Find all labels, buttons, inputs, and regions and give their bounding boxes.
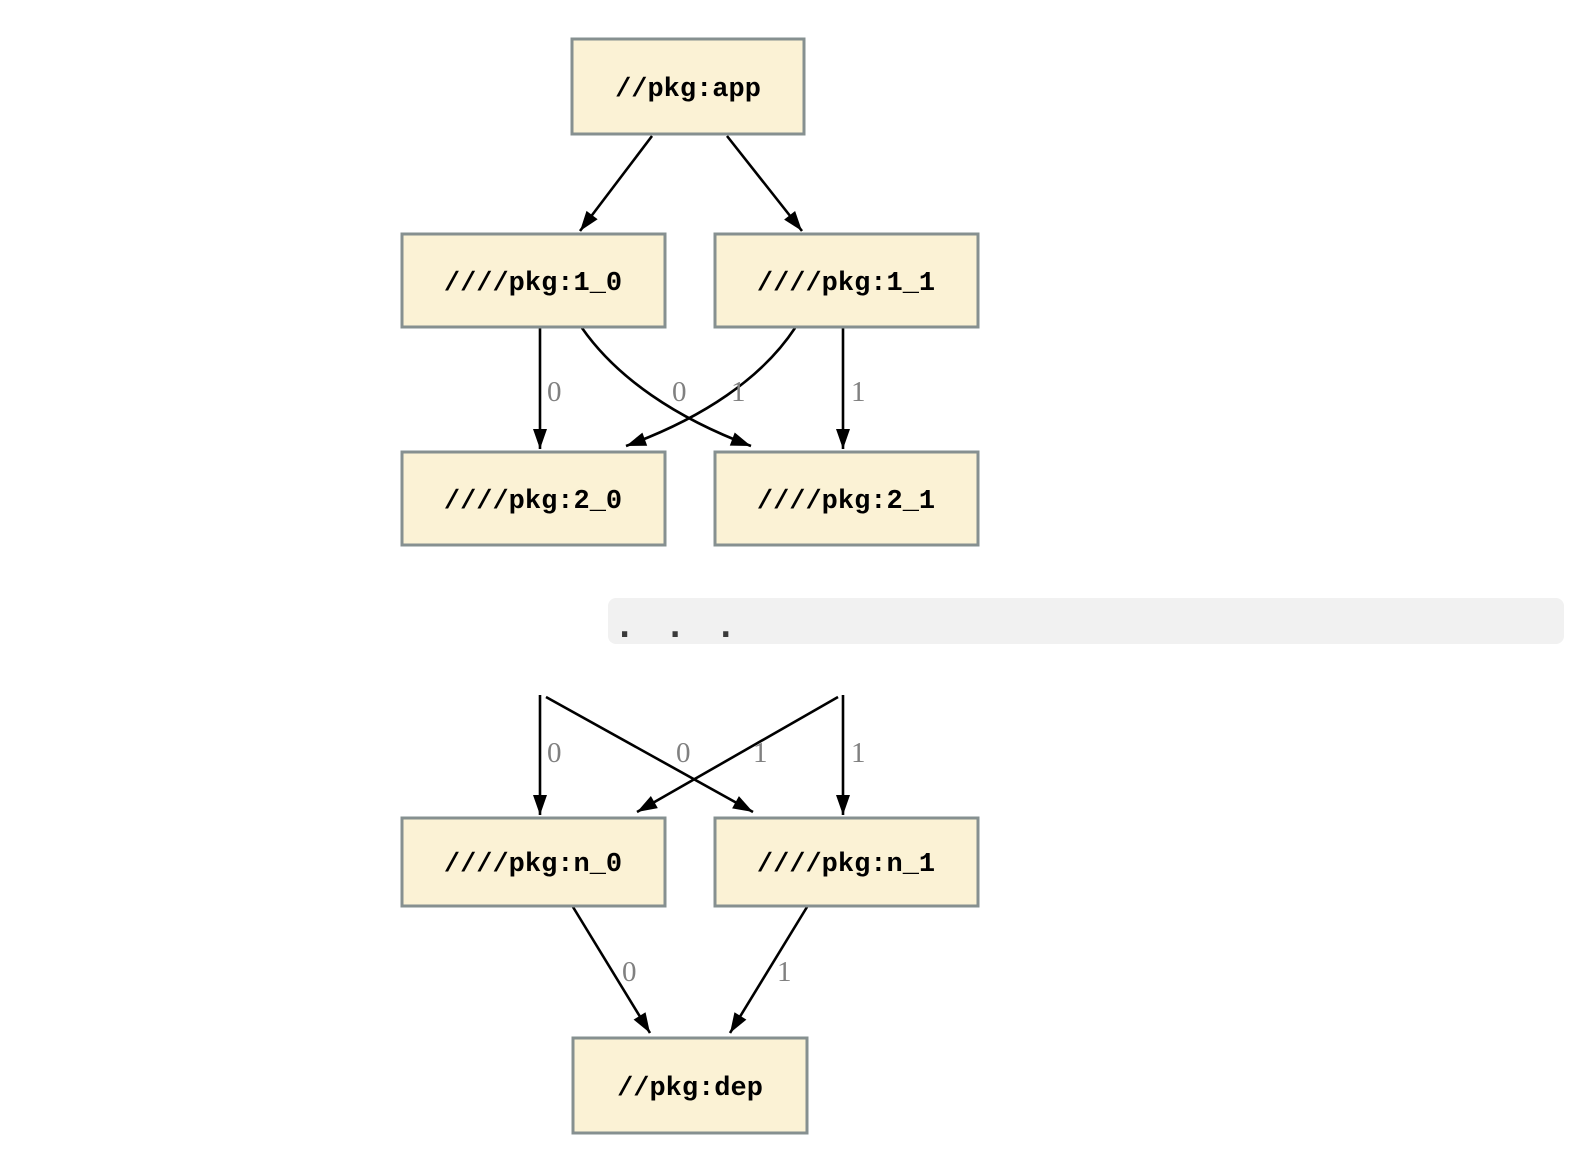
edge-hidden-right-to-n_0 <box>636 695 839 814</box>
edge-label-layer: 0 0 1 1 0 0 1 1 0 1 <box>547 376 866 988</box>
node-pkg-n_1: ////pkg:n_1 <box>713 816 980 908</box>
node-pkg-2_1: ////pkg:2_1 <box>713 450 980 547</box>
edge-1_0-to-2_1 <box>580 327 752 448</box>
ellipsis-dots: . . . <box>615 607 741 645</box>
node-pkg-1_0-box <box>400 232 667 329</box>
node-pkg-dep-box <box>571 1036 809 1135</box>
edge-n_1-to-dep <box>728 906 809 1034</box>
node-pkg-app-box <box>570 37 806 136</box>
edge-label-hl-n_1: 0 <box>676 737 691 769</box>
edge-label-1_1-2_1: 1 <box>851 376 866 408</box>
node-pkg-1_1-box <box>713 232 980 329</box>
edge-app-to-1_1 <box>725 135 804 232</box>
node-pkg-1_1: ////pkg:1_1 <box>713 232 980 329</box>
node-pkg-1_0-label: ////pkg:1_0 <box>444 269 622 299</box>
ellipsis-band-rect <box>608 598 1564 644</box>
ellipsis-band: . . . <box>608 598 1564 645</box>
node-layer: //pkg:app ////pkg:1_0 ////pkg:1_1 ////pk… <box>400 37 980 1135</box>
edge-label-hr-n_0: 1 <box>753 737 768 769</box>
edge-label-1_0-2_0: 0 <box>547 376 562 408</box>
node-pkg-n_0: ////pkg:n_0 <box>400 816 667 908</box>
node-pkg-n_1-label: ////pkg:n_1 <box>757 850 935 880</box>
edge-1_1-to-2_0 <box>625 327 797 448</box>
edge-label-hr-n_1: 1 <box>851 737 866 769</box>
node-pkg-dep: //pkg:dep <box>571 1036 809 1135</box>
edge-app-to-1_0 <box>578 135 654 232</box>
edge-n_0-to-dep <box>571 906 652 1034</box>
edge-label-n_1-dep: 1 <box>777 956 792 988</box>
node-pkg-n_0-label: ////pkg:n_0 <box>444 850 622 880</box>
edge-label-n_0-dep: 0 <box>622 956 637 988</box>
node-pkg-1_1-label: ////pkg:1_1 <box>757 269 935 299</box>
node-pkg-2_0-box <box>400 450 667 547</box>
node-pkg-n_1-box <box>713 816 980 908</box>
node-pkg-app: //pkg:app <box>570 37 806 136</box>
node-pkg-n_0-box <box>400 816 667 908</box>
edge-label-1_0-2_1: 0 <box>672 376 687 408</box>
node-pkg-2_0-label: ////pkg:2_0 <box>444 487 622 517</box>
node-pkg-2_1-label: ////pkg:2_1 <box>757 487 935 517</box>
edge-hidden-left-to-n_1 <box>545 695 754 814</box>
node-pkg-1_0: ////pkg:1_0 <box>400 232 667 329</box>
node-pkg-2_0: ////pkg:2_0 <box>400 450 667 547</box>
node-pkg-app-label: //pkg:app <box>615 75 761 105</box>
node-pkg-dep-label: //pkg:dep <box>617 1074 763 1104</box>
edge-label-1_1-2_0: 1 <box>731 376 746 408</box>
edge-label-hl-n_0: 0 <box>547 737 562 769</box>
node-pkg-2_1-box <box>713 450 980 547</box>
edge-layer <box>533 135 850 1034</box>
